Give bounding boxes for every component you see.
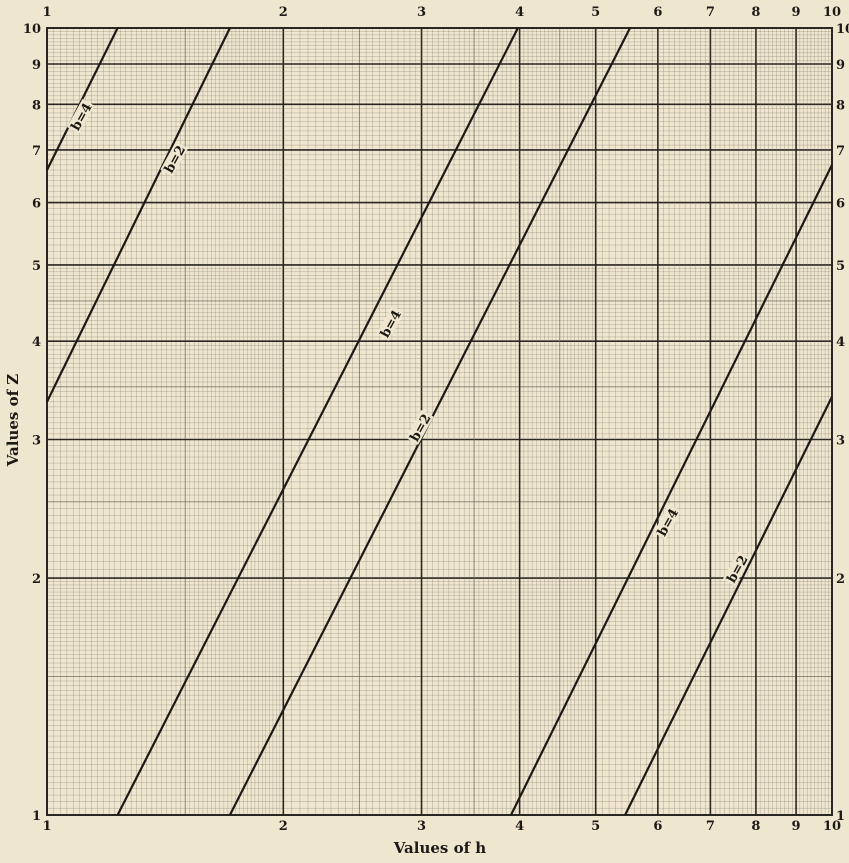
y-tick-label-right: 8 — [836, 98, 845, 113]
x-tick-label-bottom: 3 — [417, 819, 426, 834]
y-tick-label-right: 4 — [836, 335, 845, 350]
x-axis-title: Values of h — [393, 839, 486, 857]
curve-label-bg — [160, 141, 189, 177]
x-tick-label-bottom: 5 — [591, 819, 600, 834]
x-tick-label-top: 1 — [42, 5, 51, 20]
y-tick-label-right: 10 — [836, 22, 849, 37]
series-line — [46, 27, 119, 171]
y-tick-label-left: 4 — [32, 335, 41, 350]
grid — [46, 27, 833, 816]
series-line — [46, 27, 231, 403]
x-tick-label-top: 6 — [653, 5, 662, 20]
y-tick-label-right: 9 — [836, 58, 845, 73]
x-tick-label-top: 5 — [591, 5, 600, 20]
y-tick-label-left: 9 — [32, 58, 41, 73]
x-tick-label-top: 8 — [751, 5, 760, 20]
y-tick-label-left: 10 — [23, 22, 41, 37]
x-tick-label-bottom: 4 — [515, 819, 524, 834]
curve-label-bg — [66, 98, 95, 134]
y-tick-label-right: 1 — [836, 809, 845, 824]
curve-label-bg — [722, 551, 751, 587]
y-tick-label-right: 3 — [836, 434, 845, 449]
curve-label-bg — [405, 409, 434, 445]
x-tick-label-top: 10 — [823, 5, 841, 20]
x-tick-label-top: 4 — [515, 5, 524, 20]
x-tick-label-bottom: 8 — [751, 819, 760, 834]
y-tick-label-left: 8 — [32, 98, 41, 113]
y-tick-label-left: 1 — [32, 809, 41, 824]
x-tick-label-top: 3 — [417, 5, 426, 20]
y-tick-label-right: 6 — [836, 197, 845, 212]
y-tick-label-left: 6 — [32, 197, 41, 212]
y-tick-label-left: 5 — [32, 259, 41, 274]
x-tick-label-top: 9 — [792, 5, 801, 20]
y-tick-label-left: 2 — [32, 572, 41, 587]
y-tick-label-left: 3 — [32, 434, 41, 449]
x-tick-label-bottom: 6 — [653, 819, 662, 834]
series-line — [624, 396, 833, 816]
x-tick-label-bottom: 7 — [706, 819, 715, 834]
x-tick-label-top: 7 — [706, 5, 715, 20]
x-tick-label-bottom: 9 — [792, 819, 801, 834]
y-tick-label-right: 2 — [836, 572, 845, 587]
y-tick-label-right: 5 — [836, 259, 845, 274]
curve-label-bg — [376, 306, 405, 341]
plot-frame — [46, 27, 833, 816]
x-tick-label-bottom: 10 — [823, 819, 841, 834]
x-tick-label-bottom: 2 — [279, 819, 288, 834]
y-tick-label-left: 7 — [32, 144, 41, 159]
y-tick-label-right: 7 — [836, 144, 845, 159]
series-line — [510, 164, 833, 816]
x-tick-label-top: 2 — [279, 5, 288, 20]
y-axis-title: Values of Z — [4, 374, 22, 467]
x-tick-label-bottom: 1 — [42, 819, 51, 834]
series-line — [116, 27, 519, 816]
curve-label-bg — [653, 504, 682, 540]
